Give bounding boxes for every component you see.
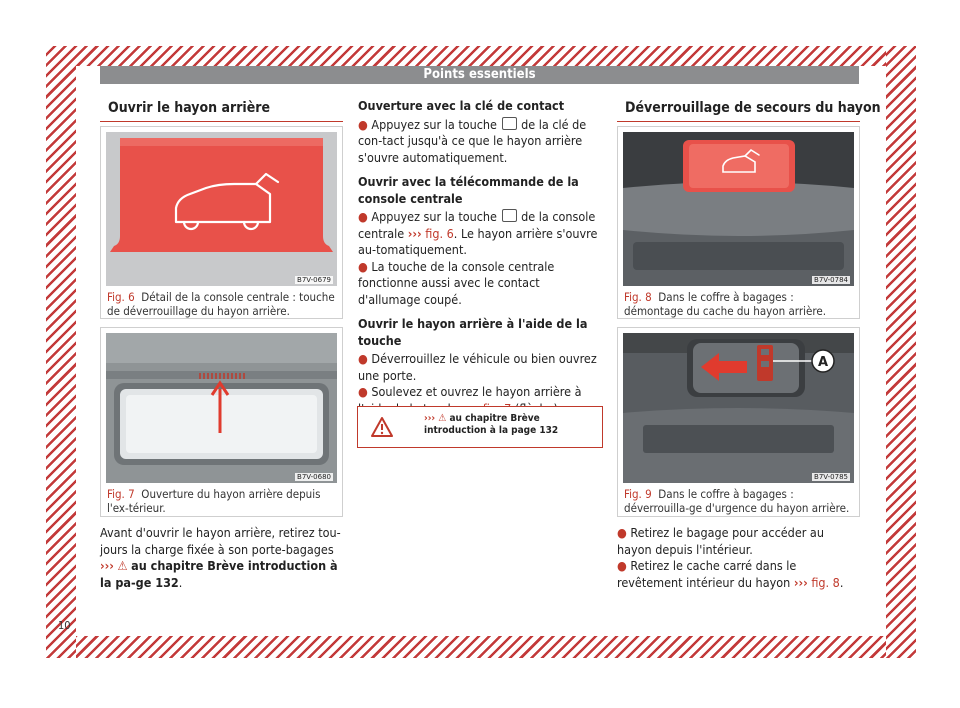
warning-reference-text: au chapitre Brève introduction à la page… <box>424 413 559 436</box>
fig7-tailgate-image: B7V-0680 <box>106 333 337 483</box>
figure-number: Fig. 8 <box>624 290 652 304</box>
chapter-header: Points essentiels <box>100 66 859 84</box>
bullet-item: ● Retirez le cache carré dans le revêtem… <box>617 558 859 591</box>
decorative-border-left <box>46 46 76 658</box>
figure-9-caption: Fig. 9 Dans le coffre à bagages : déverr… <box>624 487 852 515</box>
figure-7-caption: Fig. 7 Ouverture du hayon arrière depuis… <box>107 487 335 515</box>
ref-arrows: ››› <box>424 413 436 424</box>
bullet-text: . <box>839 574 844 590</box>
intro-paragraph: Avant d'ouvrir le hayon arrière, retirez… <box>100 525 342 591</box>
bullet-text: . Le hayon arrière s'ouvre au-tomatiquem… <box>358 225 598 258</box>
ref-arrows: ››› <box>100 558 114 573</box>
bullet-text: Appuyez sur la touche <box>371 116 497 132</box>
bullet-item: ● Déverrouillez le véhicule ou bien ouvr… <box>358 351 602 384</box>
bullet-text: de la clé de con-tact jusqu'à ce que le … <box>358 116 587 165</box>
figure-8: B7V-0784 Fig. 8 Dans le coffre à bagages… <box>617 126 860 319</box>
heading-remote-console: Ouvrir avec la télécommande de la consol… <box>358 174 579 206</box>
bullet-text: de la console centrale <box>358 209 596 241</box>
figure-link[interactable]: fig. 8 <box>811 574 840 590</box>
decorative-border-right <box>886 46 916 658</box>
ref-arrows: ››› <box>407 225 422 241</box>
caption-text: Détail de la console centrale : touche d… <box>107 290 335 318</box>
figure-code: B7V-0784 <box>812 276 850 284</box>
caption-text: Dans le coffre à bagages : déverrouilla-… <box>624 487 850 515</box>
figure-link[interactable]: fig. 6 <box>425 225 454 241</box>
warning-triangle-icon: ⚠ <box>117 558 128 573</box>
decorative-border-bottom <box>46 636 916 658</box>
section-rule <box>100 121 343 122</box>
bullet-text: Appuyez sur la touche <box>371 209 497 224</box>
paragraph-text: Avant d'ouvrir le hayon arrière, retirez… <box>100 525 341 557</box>
figure-code: B7V-0679 <box>295 276 333 284</box>
trunk-key-icon <box>501 116 517 130</box>
bullet-item: ● Retirez le bagage pour accéder au hayo… <box>617 525 859 558</box>
bullet-item: ● Appuyez sur la touche de la console ce… <box>358 209 602 259</box>
figure-6-caption: Fig. 6 Détail de la console centrale : t… <box>107 290 335 318</box>
section-title-open-tailgate: Ouvrir le hayon arrière <box>108 100 271 116</box>
right-bullets: ● Retirez le bagage pour accéder au hayo… <box>617 525 859 591</box>
figure-8-caption: Fig. 8 Dans le coffre à bagages : démont… <box>624 290 852 318</box>
figure-number: Fig. 7 <box>107 487 135 501</box>
heading-ignition-key: Ouverture avec la clé de contact <box>358 98 565 113</box>
section-title-emergency-unlock: Déverrouillage de secours du hayon <box>625 100 881 116</box>
page-number: 10 <box>58 619 71 632</box>
fig6-console-button-image: B7V-0679 <box>106 132 337 286</box>
ref-arrows: ››› <box>793 574 808 590</box>
caption-text: Ouverture du hayon arrière depuis l'ex-t… <box>107 487 321 515</box>
section-rule <box>617 121 860 122</box>
caption-text: Dans le coffre à bagages : démontage du … <box>624 290 826 318</box>
arrow-up-icon <box>210 380 230 433</box>
figure-6: B7V-0679 Fig. 6 Détail de la console cen… <box>100 126 343 319</box>
bullet-text: La touche de la console centrale fonctio… <box>358 258 555 307</box>
trunk-open-icon <box>722 148 760 173</box>
figure-7: B7V-0680 Fig. 7 Ouverture du hayon arriè… <box>100 327 343 517</box>
bullet-icon: ● <box>358 116 368 132</box>
bullet-icon: ● <box>358 258 368 274</box>
paragraph-end: . <box>178 574 183 590</box>
figure-number: Fig. 9 <box>624 487 652 501</box>
trunk-open-icon <box>174 172 280 231</box>
bullet-text: Retirez le cache carré dans le revêtemen… <box>617 558 797 590</box>
fig8-trunk-cover-image: B7V-0784 <box>623 132 854 286</box>
warning-small-icon: ⚠ <box>438 413 447 424</box>
bullet-item: ● Appuyez sur la touche de la clé de con… <box>358 116 602 167</box>
decorative-border-top <box>46 46 916 66</box>
fig9-emergency-release-image: A B7V-0785 <box>623 333 854 483</box>
warning-box: ››› ⚠ au chapitre Brève introduction à l… <box>357 406 603 448</box>
warning-reference[interactable]: ››› ⚠ au chapitre Brève introduction à l… <box>424 413 596 437</box>
figure-code: B7V-0785 <box>812 473 850 481</box>
bullet-text: Retirez le bagage pour accéder au hayon … <box>617 525 824 557</box>
bullet-item: ● La touche de la console centrale fonct… <box>358 259 602 309</box>
cross-reference-link[interactable]: au chapitre Brève introduction à la pa-g… <box>100 558 338 590</box>
heading-open-with-button: Ouvrir le hayon arrière à l'aide de la t… <box>358 316 588 348</box>
figure-number: Fig. 6 <box>107 290 135 304</box>
bullet-icon: ● <box>358 384 368 399</box>
trunk-key-icon <box>501 209 517 222</box>
middle-column: Ouverture avec la clé de contact ● Appuy… <box>358 98 602 417</box>
bullet-icon: ● <box>358 209 368 224</box>
bullet-icon: ● <box>617 558 627 573</box>
bullet-icon: ● <box>358 351 368 366</box>
bullet-icon: ● <box>617 525 627 540</box>
figure-9: A B7V-0785 Fig. 9 Dans le coffre à bagag… <box>617 327 860 517</box>
figure-code: B7V-0680 <box>295 473 333 481</box>
callout-label-a: A <box>818 355 828 370</box>
bullet-text: Déverrouillez le véhicule ou bien ouvrez… <box>358 351 597 383</box>
warning-triangle-icon <box>371 417 393 437</box>
